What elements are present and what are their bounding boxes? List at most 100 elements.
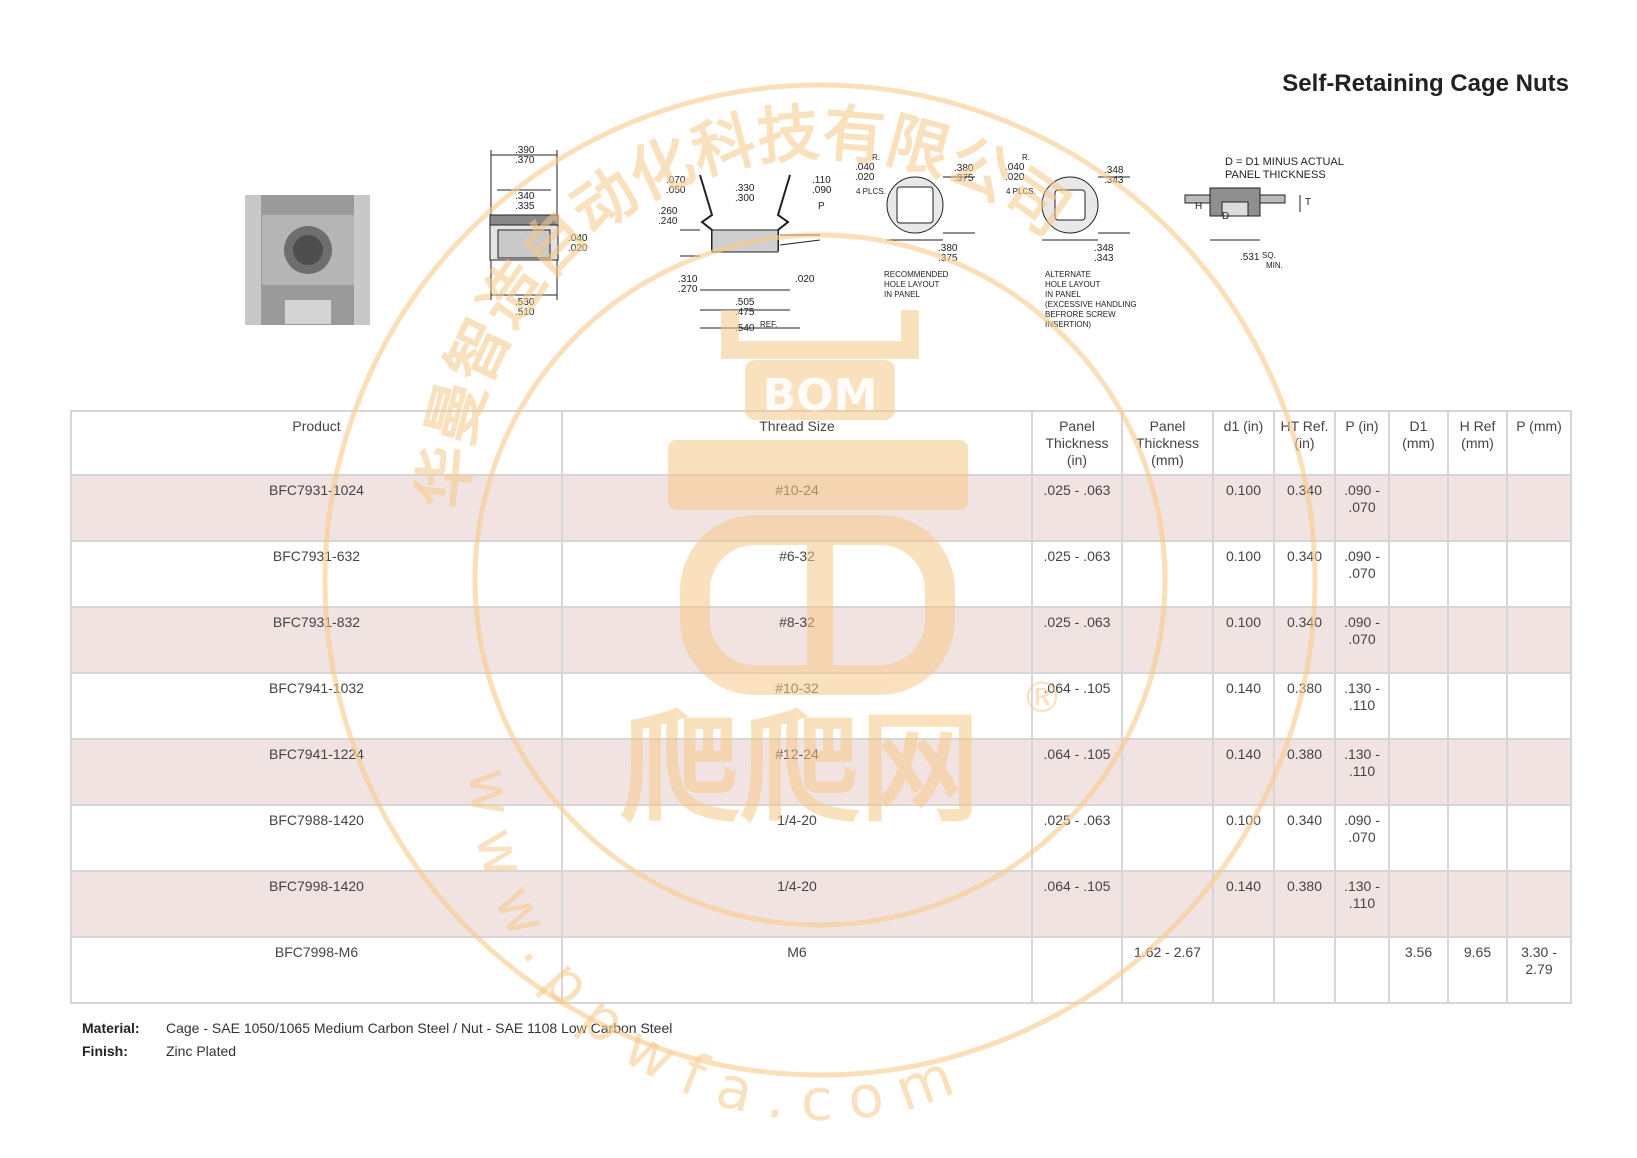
table-cell — [1388, 870, 1449, 938]
col-header: d1 (in) — [1212, 410, 1275, 476]
table-cell: 0.100 — [1212, 540, 1275, 608]
table-cell — [1388, 672, 1449, 740]
alternate-hole-drawing — [1041, 176, 1130, 241]
installed-bottom: .531 — [1240, 252, 1260, 263]
col-header: D1 (mm) — [1388, 410, 1449, 476]
material-value: Cage - SAE 1050/1065 Medium Carbon Steel… — [166, 1020, 673, 1036]
rec-right: .380 .375 — [954, 163, 974, 184]
table-cell — [1388, 606, 1449, 674]
installed-note: D = d1 MINUS ACTUAL PANEL THICKNESS — [1225, 156, 1344, 181]
table-cell: 9.65 — [1447, 936, 1508, 1004]
table-cell: 0.140 — [1212, 738, 1275, 806]
table-cell: .130 - .110 — [1334, 672, 1390, 740]
table-cell — [1212, 936, 1275, 1004]
table-cell: BFC7998-M6 — [70, 936, 563, 1004]
rec-caption: RECOMMENDED HOLE LAYOUT IN PANEL — [884, 270, 949, 299]
cage-nut-photo — [245, 195, 370, 325]
table-cell — [1447, 870, 1508, 938]
dim-bottom-2: .540 — [735, 323, 755, 334]
table-cell: #10-32 — [561, 672, 1033, 740]
installed-min: MIN. — [1266, 261, 1283, 270]
table-cell: .025 - .063 — [1031, 540, 1123, 608]
table-cell — [1388, 804, 1449, 872]
alt-right: .348 .343 — [1104, 165, 1124, 186]
table-cell — [1334, 936, 1390, 1004]
table-cell: 1/4-20 — [561, 804, 1033, 872]
dim-bottom-1: .505 .475 — [735, 297, 755, 318]
alt-caption: ALTERNATE HOLE LAYOUT IN PANEL (EXCESSIV… — [1045, 270, 1137, 329]
col-header: Product — [70, 410, 563, 476]
table-cell: 1.62 - 2.67 — [1121, 936, 1214, 1004]
table-cell — [1447, 804, 1508, 872]
table-cell: .064 - .105 — [1031, 672, 1123, 740]
alt-radius: .040 .020 — [1005, 162, 1025, 183]
table-cell — [1506, 738, 1572, 806]
table-cell — [1506, 870, 1572, 938]
table-cell — [1121, 804, 1214, 872]
table-cell: 1/4-20 — [561, 870, 1033, 938]
table-cell: BFC7931-1024 — [70, 474, 563, 542]
dim-ref: REF. — [760, 320, 778, 329]
table-cell: #8-32 — [561, 606, 1033, 674]
installed-h: H — [1195, 201, 1203, 212]
alt-r: R. — [1022, 153, 1030, 162]
col-header: Panel Thickness (in) — [1031, 410, 1123, 476]
table-cell: BFC7941-1224 — [70, 738, 563, 806]
table-cell — [1506, 804, 1572, 872]
material-line: Material: Cage - SAE 1050/1065 Medium Car… — [82, 1020, 672, 1036]
col-header: P (mm) — [1506, 410, 1572, 476]
table-cell — [1447, 606, 1508, 674]
table-cell — [1447, 540, 1508, 608]
table-cell — [1506, 672, 1572, 740]
table-cell — [1121, 870, 1214, 938]
table-cell: .064 - .105 — [1031, 738, 1123, 806]
finish-value: Zinc Plated — [166, 1043, 237, 1059]
rec-r: R. — [872, 153, 880, 162]
table-cell: 0.100 — [1212, 606, 1275, 674]
col-header: P (in) — [1334, 410, 1390, 476]
finish-line: Finish: Zinc Plated — [82, 1043, 236, 1059]
table-cell: 0.380 — [1273, 870, 1336, 938]
table-cell: BFC7931-832 — [70, 606, 563, 674]
table-cell: 0.380 — [1273, 672, 1336, 740]
rec-radius: .040 .020 — [855, 162, 875, 183]
col-header: H Ref (mm) — [1447, 410, 1508, 476]
table-cell: 0.140 — [1212, 870, 1275, 938]
material-label: Material: — [82, 1020, 140, 1036]
table-cell — [1388, 474, 1449, 542]
finish-label: Finish: — [82, 1043, 128, 1059]
alt-plcs: 4 PLCS. — [1006, 187, 1036, 196]
table-cell: .090 - .070 — [1334, 804, 1390, 872]
table-cell: 0.340 — [1273, 540, 1336, 608]
table-cell: 0.340 — [1273, 474, 1336, 542]
dim-left-top: .070 .050 — [666, 175, 686, 196]
col-header: HT Ref. (in) — [1273, 410, 1336, 476]
page-title: Self-Retaining Cage Nuts — [1282, 70, 1569, 97]
table-cell: 3.56 — [1388, 936, 1449, 1004]
table-cell — [1447, 738, 1508, 806]
table-cell: .090 - .070 — [1334, 540, 1390, 608]
dim-top-inner: .340 .335 — [515, 191, 535, 212]
table-cell: .130 - .110 — [1334, 738, 1390, 806]
table-cell: #12-24 — [561, 738, 1033, 806]
table-cell: .025 - .063 — [1031, 606, 1123, 674]
dim-right-top: .110 .090 — [812, 175, 832, 196]
table-cell: 0.340 — [1273, 606, 1336, 674]
table-cell: 0.140 — [1212, 672, 1275, 740]
recommended-hole-drawing — [886, 176, 975, 241]
table-cell — [1388, 738, 1449, 806]
installed-sq: SQ. — [1262, 251, 1276, 260]
table-cell — [1447, 672, 1508, 740]
table-cell — [1121, 606, 1214, 674]
table-cell — [1388, 540, 1449, 608]
table-cell: .064 - .105 — [1031, 870, 1123, 938]
table-cell: 0.340 — [1273, 804, 1336, 872]
technical-drawings — [245, 150, 1301, 329]
table-cell: .090 - .070 — [1334, 474, 1390, 542]
